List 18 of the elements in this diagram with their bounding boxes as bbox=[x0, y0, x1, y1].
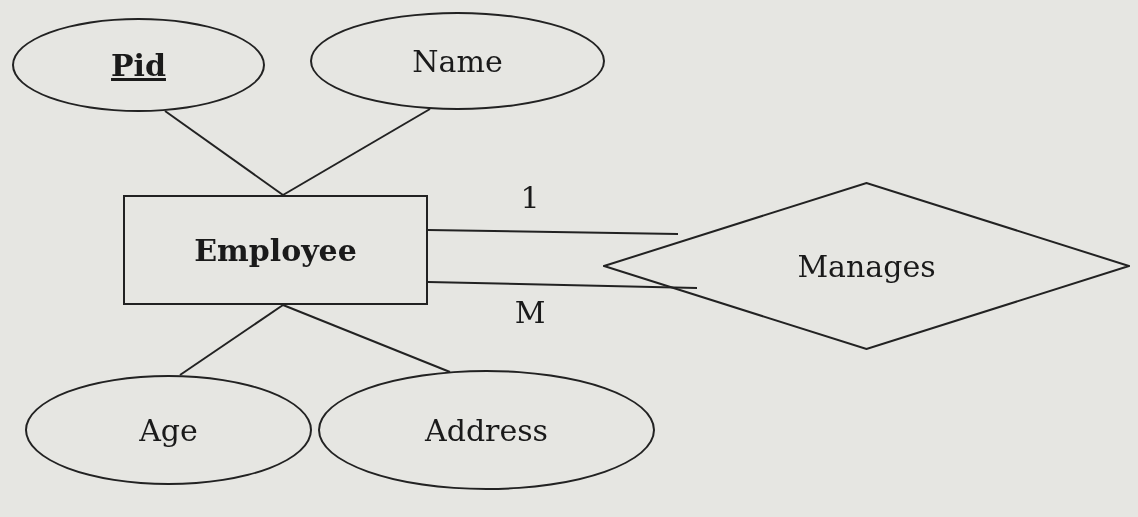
connector-line bbox=[427, 229, 679, 235]
key-attribute-ellipse bbox=[12, 18, 265, 112]
connector-line bbox=[282, 304, 451, 373]
connector-line bbox=[164, 110, 284, 196]
connector-line bbox=[427, 281, 698, 289]
node-label: Name bbox=[412, 42, 503, 81]
attribute-ellipse bbox=[25, 375, 312, 485]
connector-line bbox=[179, 304, 284, 376]
attribute-ellipse bbox=[318, 370, 655, 490]
node-label: Address bbox=[425, 411, 548, 450]
node-label: Age bbox=[139, 411, 198, 450]
node-label: Employee bbox=[194, 231, 357, 270]
node-label: Pid bbox=[111, 46, 166, 85]
node-label: Manages bbox=[797, 247, 936, 286]
relationship-diamond bbox=[603, 182, 1130, 350]
connector-line bbox=[282, 108, 431, 196]
entity-box bbox=[123, 195, 428, 305]
attribute-ellipse bbox=[310, 12, 605, 110]
